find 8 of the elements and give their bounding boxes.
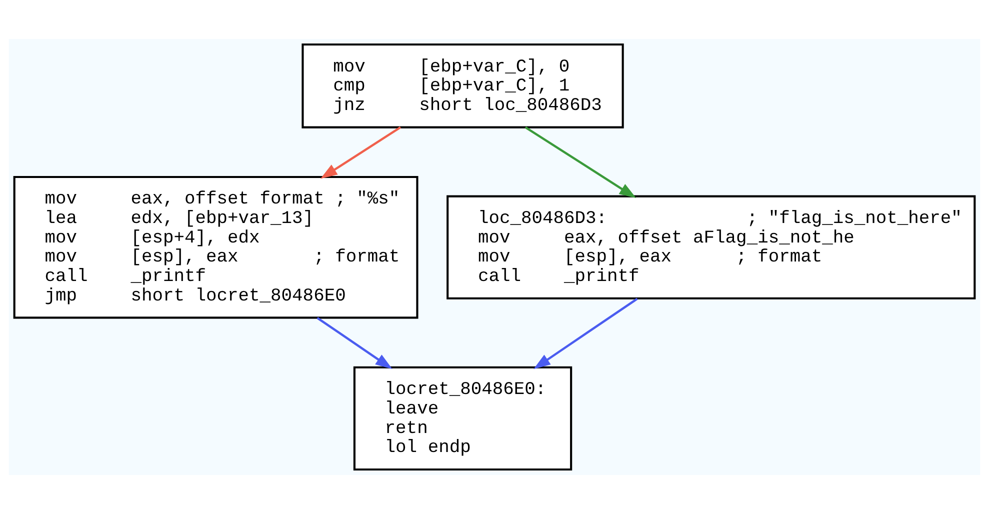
node-box: locret_80486E0: leave retn lol endp bbox=[353, 366, 572, 471]
arrow bbox=[316, 317, 392, 370]
node-box: mov eax, offset format ; "%s" lea edx, [ebp+var_13] mov [esp+4], edx mov [esp], eax ; format call _printf jmp short locret_80486E0 bbox=[13, 176, 418, 319]
arrow bbox=[524, 126, 636, 198]
arrow bbox=[320, 126, 402, 179]
node-box: loc_80486D3: ; "flag_is_not_here" mov eax, offset aFlag_is_not_he mov [esp], eax ; format call _printf bbox=[446, 195, 976, 300]
node-box: mov [ebp+var_C], 0 cmp [ebp+var_C], 1 jnz short loc_80486D3 bbox=[302, 43, 624, 128]
arrow bbox=[534, 298, 638, 370]
